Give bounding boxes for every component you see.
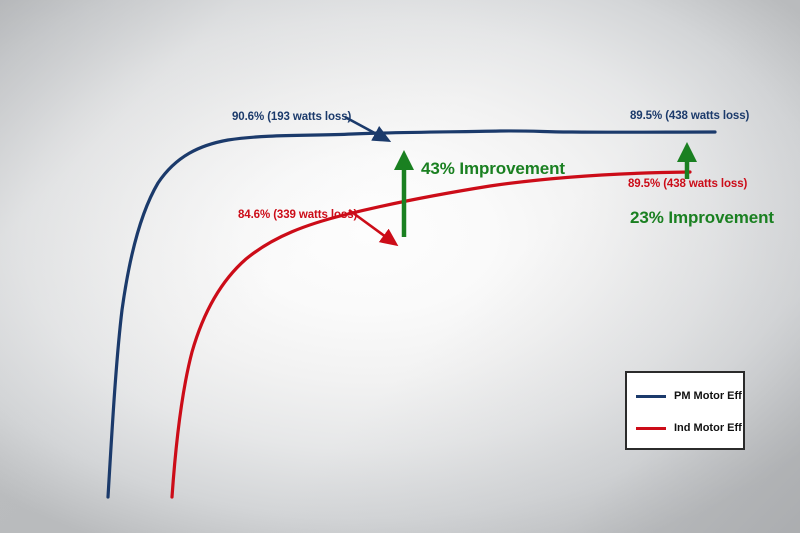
annotation-pm-end: 89.5% (438 watts loss): [630, 110, 750, 122]
improvement-arrow-right-icon: [677, 142, 697, 179]
series-line-pm-motor-eff: [106, 129, 717, 499]
pointer-arrow-pm-peak: [344, 115, 392, 142]
series-line-ind-motor-eff: [170, 170, 692, 499]
legend-label-pm-motor-eff: PM Motor Eff: [674, 390, 742, 402]
legend-swatch-pm-motor-eff: [636, 394, 666, 398]
annotation-ind-end: 89.5% (438 watts loss): [628, 178, 748, 190]
annotation-pm-peak: 90.6% (193 watts loss): [232, 111, 352, 123]
annotation-improvement-left: 43% Improvement: [421, 159, 565, 178]
legend-swatch-ind-motor-eff: [636, 426, 666, 430]
annotation-ind-peak: 84.6% (339 watts loss): [238, 209, 358, 221]
legend-item-ind-motor-eff: Ind Motor Eff: [627, 418, 743, 438]
legend-label-ind-motor-eff: Ind Motor Eff: [674, 422, 742, 434]
improvement-arrow-left-icon: [394, 150, 414, 237]
pointer-arrow-ind-peak: [348, 208, 399, 247]
annotation-improvement-right: 23% Improvement: [630, 208, 774, 227]
legend-item-pm-motor-eff: PM Motor Eff: [627, 386, 743, 406]
chart-legend: PM Motor Eff Ind Motor Eff: [625, 371, 745, 450]
